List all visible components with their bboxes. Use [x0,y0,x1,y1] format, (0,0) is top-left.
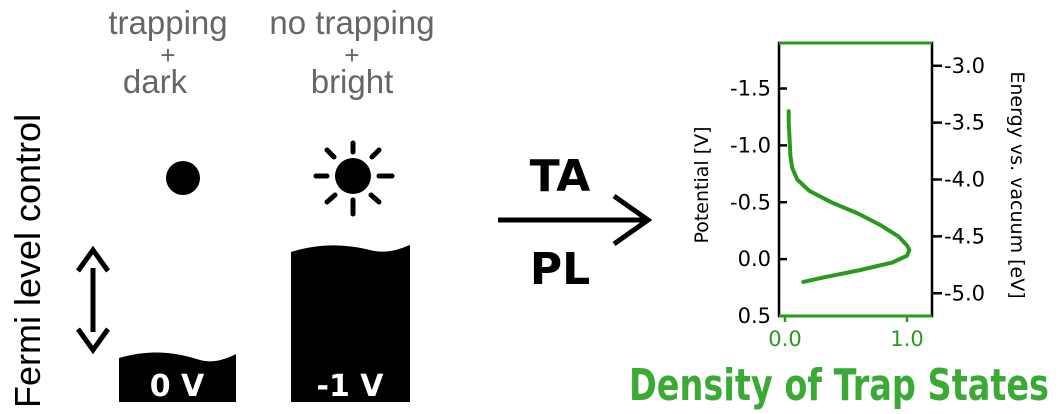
x-tick-label: 0.0 [768,327,801,351]
x-tick-label: 1.0 [890,327,923,351]
fermi-level-block-minus-1v [291,245,410,402]
dark-circle-icon [166,161,200,195]
condition-trapping-dark: trapping + dark 0 V [108,4,236,404]
left-tick-label: 0.5 [738,304,771,328]
pl-label: PL [530,244,590,295]
right-tick-label: -3.0 [944,54,985,78]
condition-1-line2: + [160,40,175,70]
chart-frame [777,41,934,318]
left-tick-label: -1.0 [730,133,771,157]
fermi-level-block-0v [119,352,236,402]
condition-2-line1: no trapping [269,4,434,41]
condition-2-line3: bright [311,63,394,100]
arrow-head-icon [612,193,653,247]
up-down-arrow-icon [75,245,111,355]
right-tick-label: -3.5 [944,111,985,135]
condition-1-line1: trapping [108,4,227,41]
condition-no-trapping-bright: no trapping + bright -1 V [269,4,434,404]
fermi-level-label: Fermi level control [7,114,48,408]
trap-density-curve [786,109,912,284]
condition-1-line3: dark [123,63,188,100]
condition-2-line2: + [344,40,359,70]
right-tick-label: -4.0 [944,168,985,192]
trap-density-chart: -1.5-1.0-0.50.00.5 -3.0-3.5-4.0-4.5-5.0 … [629,41,1049,411]
ta-label: TA [530,151,591,202]
right-axis-label: Energy vs. vacuum [eV] [1006,71,1028,298]
voltage-label-0v: 0 V [150,369,205,404]
right-tick-label: -5.0 [944,281,985,305]
measurement-arrow: TA PL [498,151,653,295]
right-tick-label: -4.5 [944,224,985,248]
left-axis-label: Potential [V] [691,126,713,243]
sun-icon [313,140,395,217]
left-tick-label: 0.0 [738,247,771,271]
left-tick-label: -0.5 [730,190,771,214]
chart-title: Density of Trap States [629,360,1049,411]
voltage-label-minus-1v: -1 V [317,369,385,404]
left-tick-label: -1.5 [730,77,771,101]
